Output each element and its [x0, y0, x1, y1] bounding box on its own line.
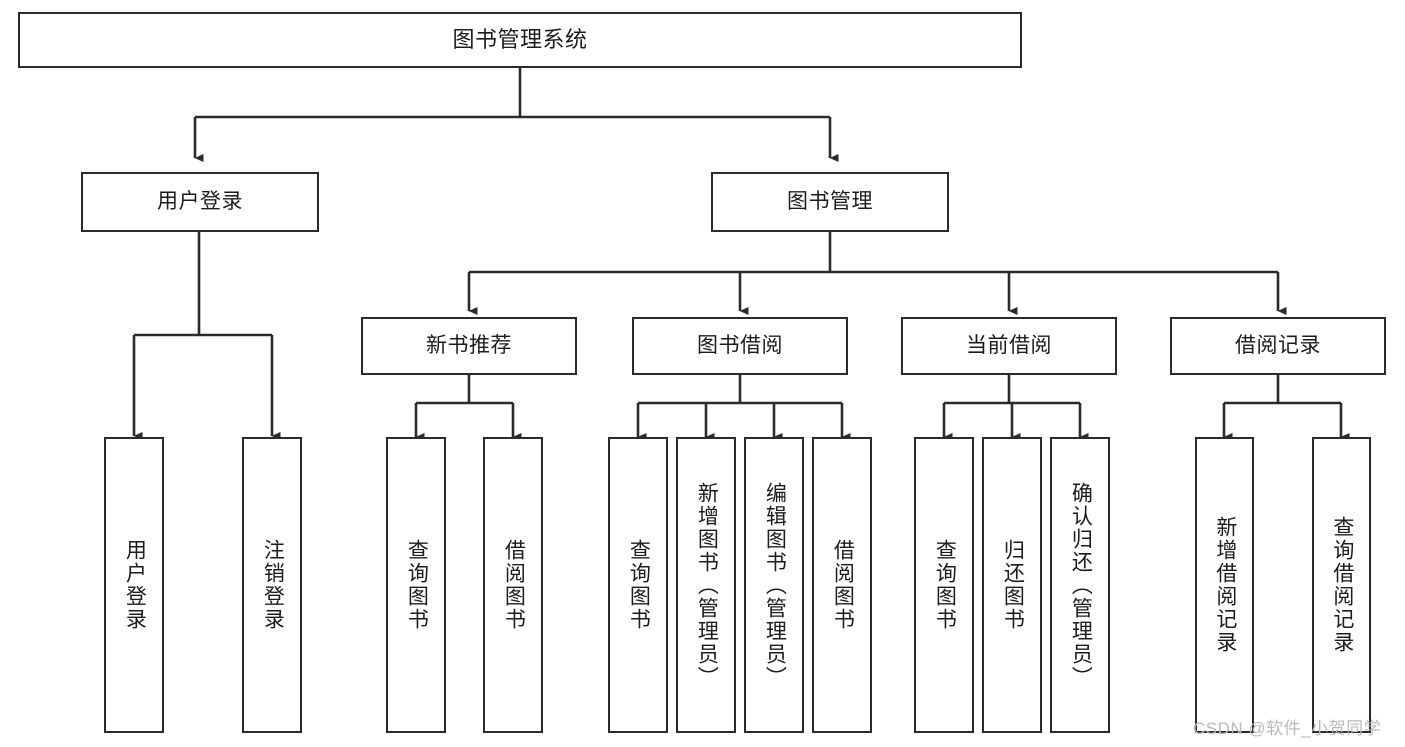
node-book-borrow[interactable]: 图书借阅 [632, 317, 848, 375]
node-label: 借阅图书 [831, 539, 855, 631]
node-label: 借阅图书 [502, 539, 526, 631]
node-user-login[interactable]: 用户登录 [81, 172, 319, 232]
node-label: 图书管理 [787, 189, 873, 213]
leaf-borrow-book-query-book[interactable]: 查询图书 [608, 437, 668, 733]
node-label: 图书借阅 [697, 333, 783, 357]
leaf-new-book-query-book[interactable]: 查询图书 [386, 437, 446, 733]
node-root-book-management-system[interactable]: 图书管理系统 [18, 12, 1022, 68]
leaf-current-borrow-query-book[interactable]: 查询图书 [914, 437, 974, 733]
node-label: 归还图书 [1001, 539, 1025, 631]
leaf-borrow-book-edit-book-admin[interactable]: 编辑图书（管理员） [744, 437, 804, 733]
node-label: 查询借阅记录 [1330, 516, 1354, 654]
node-label: 图书管理系统 [452, 27, 588, 53]
leaf-borrow-book-add-book-admin[interactable]: 新增图书（管理员） [676, 437, 736, 733]
node-label: 新书推荐 [426, 333, 512, 357]
node-borrow-record[interactable]: 借阅记录 [1170, 317, 1386, 375]
node-label: 查询图书 [627, 539, 651, 631]
leaf-current-borrow-confirm-return-admin[interactable]: 确认归还（管理员） [1050, 437, 1110, 733]
node-label: 查询图书 [405, 539, 429, 631]
leaf-borrow-record-query-record[interactable]: 查询借阅记录 [1312, 437, 1371, 733]
leaf-borrow-book-borrow-book[interactable]: 借阅图书 [812, 437, 872, 733]
node-label: 新增图书（管理员） [695, 481, 719, 689]
leaf-current-borrow-return-book[interactable]: 归还图书 [982, 437, 1042, 733]
node-label: 当前借阅 [966, 333, 1052, 357]
leaf-user-login-signout[interactable]: 注销登录 [242, 437, 302, 733]
node-label: 确认归还（管理员） [1069, 481, 1093, 689]
node-label: 用户登录 [157, 189, 243, 213]
leaf-user-login-signin[interactable]: 用户登录 [104, 437, 164, 733]
node-label: 用户登录 [123, 539, 147, 631]
node-book-management[interactable]: 图书管理 [711, 172, 949, 232]
node-new-book-recommend[interactable]: 新书推荐 [361, 317, 577, 375]
leaf-new-book-borrow-book[interactable]: 借阅图书 [483, 437, 543, 733]
node-label: 借阅记录 [1235, 333, 1321, 357]
leaf-borrow-record-add-record[interactable]: 新增借阅记录 [1195, 437, 1254, 733]
node-current-borrow[interactable]: 当前借阅 [901, 317, 1117, 375]
node-label: 查询图书 [933, 539, 957, 631]
node-label: 编辑图书（管理员） [763, 481, 787, 689]
csdn-watermark: CSDN @软件_小贺同学 [1193, 719, 1382, 738]
node-label: 新增借阅记录 [1213, 516, 1237, 654]
node-label: 注销登录 [261, 539, 285, 631]
